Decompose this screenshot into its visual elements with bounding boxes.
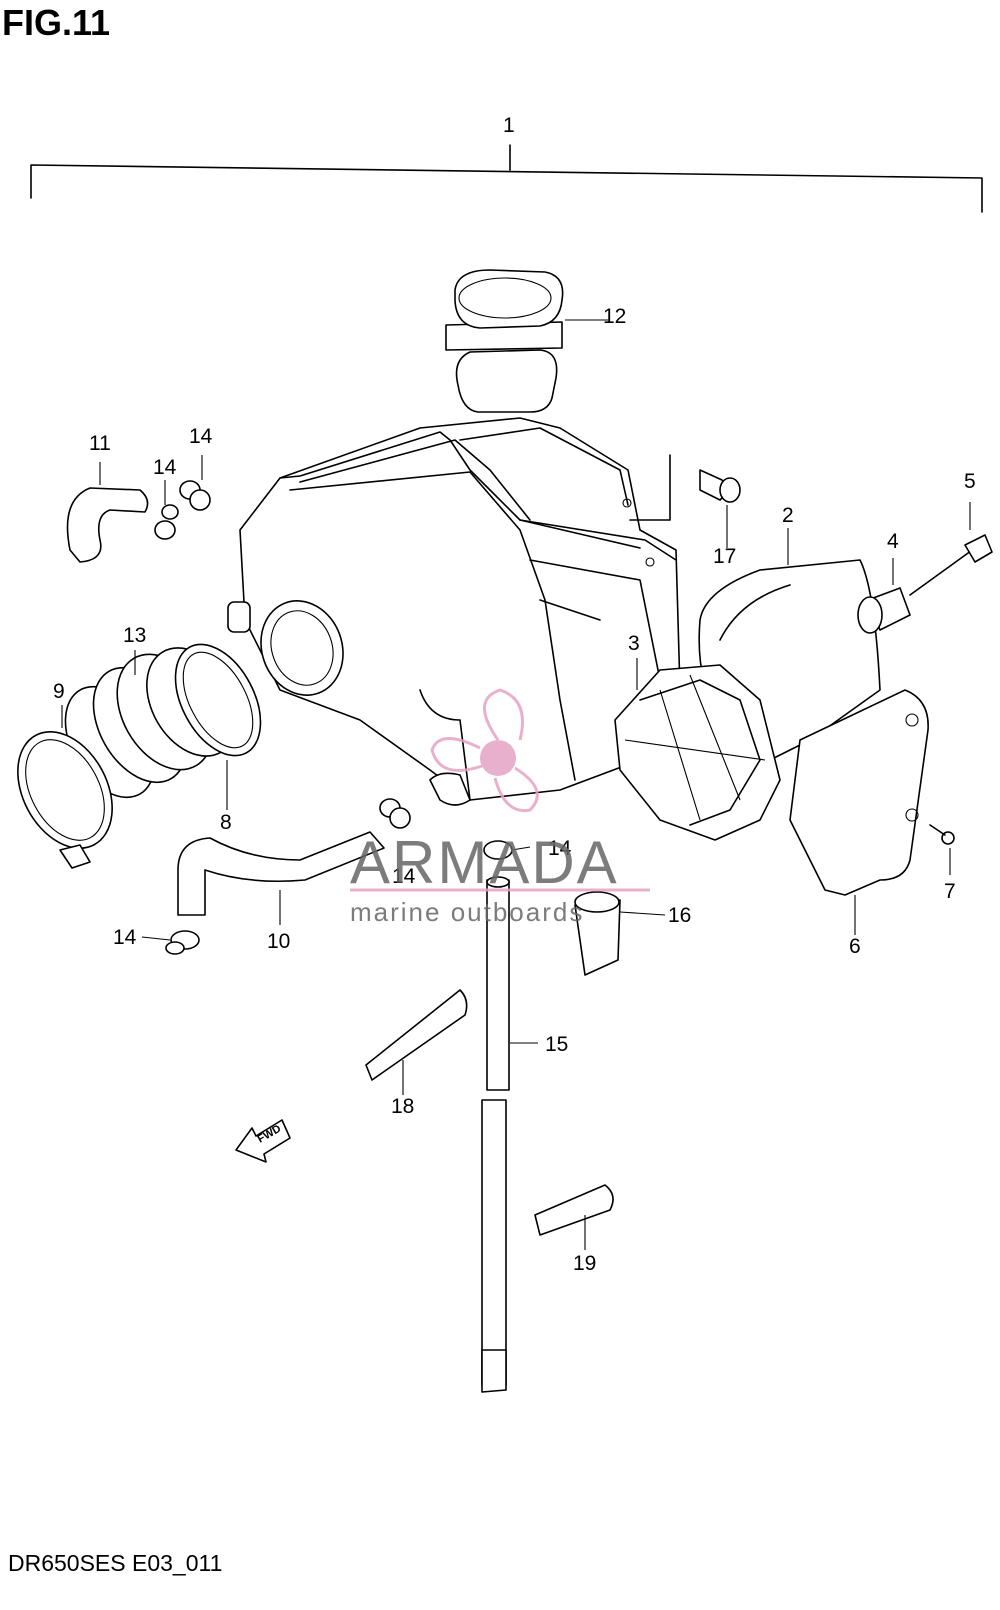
- leader-lines: [61, 319, 971, 1250]
- callout-17: 17: [713, 545, 736, 568]
- callout-14: 14: [548, 837, 572, 860]
- callout-2: 2: [782, 504, 794, 527]
- part-18-bracket[interactable]: [365, 989, 468, 1081]
- assembly-bracket: [30, 144, 983, 213]
- fwd-arrow-icon: FWD: [235, 1119, 291, 1163]
- callout-9: 9: [53, 680, 65, 703]
- callout-15: 15: [545, 1033, 568, 1056]
- callout-7: 7: [944, 880, 956, 903]
- callout-14: 14: [189, 425, 213, 448]
- part-11-hose[interactable]: [66, 487, 149, 563]
- part-14-clips[interactable]: [154, 480, 513, 955]
- callout-4: 4: [887, 530, 899, 553]
- watermark-tagline: marine outboards: [350, 897, 584, 927]
- callout-3: 3: [628, 632, 640, 655]
- figure-title: FIG.11: [2, 2, 111, 43]
- callout-8: 8: [220, 811, 232, 834]
- drawing-code: DR650SES E03_011: [8, 1550, 223, 1576]
- callout-18: 18: [391, 1095, 414, 1118]
- watermark-brand: ARMADA: [350, 829, 619, 896]
- watermark: ARMADA marine outboards: [350, 688, 650, 927]
- callout-12: 12: [603, 305, 626, 328]
- callout-14: 14: [113, 926, 137, 949]
- callout-13: 13: [123, 624, 146, 647]
- propeller-logo-icon: [430, 688, 539, 813]
- callout-11: 11: [89, 432, 111, 455]
- part-17-screw[interactable]: [629, 454, 741, 521]
- callout-6: 6: [849, 935, 861, 958]
- callout-5: 5: [964, 470, 976, 493]
- part-15-drain-tube[interactable]: [481, 876, 510, 1393]
- part-9-clamp[interactable]: [0, 716, 131, 869]
- part-10-drain-hose[interactable]: [177, 831, 385, 916]
- callout-16: 16: [668, 904, 691, 927]
- air-cleaner-case[interactable]: [227, 417, 681, 806]
- part-4-grommet[interactable]: [857, 587, 911, 634]
- part-7-screw[interactable]: [929, 824, 955, 845]
- callout-14: 14: [153, 456, 177, 479]
- callout-14: 14: [392, 865, 416, 888]
- part-12-intake-boot[interactable]: [445, 269, 564, 413]
- part-5-bolt[interactable]: [909, 534, 993, 596]
- part-19-bracket[interactable]: [534, 1184, 614, 1236]
- callout-19: 19: [573, 1252, 596, 1275]
- part-3-filter-element[interactable]: [614, 664, 781, 841]
- part-16-drain-plug[interactable]: [574, 891, 621, 976]
- callout-1: 1: [503, 114, 515, 137]
- callout-labels: 1 2 3 4 5 6 7 8 9 10 11 12 13 14 14 14 1…: [53, 114, 976, 1275]
- callout-10: 10: [267, 930, 290, 953]
- part-8-clamp[interactable]: [158, 630, 278, 770]
- part-6-side-cover[interactable]: [789, 689, 929, 896]
